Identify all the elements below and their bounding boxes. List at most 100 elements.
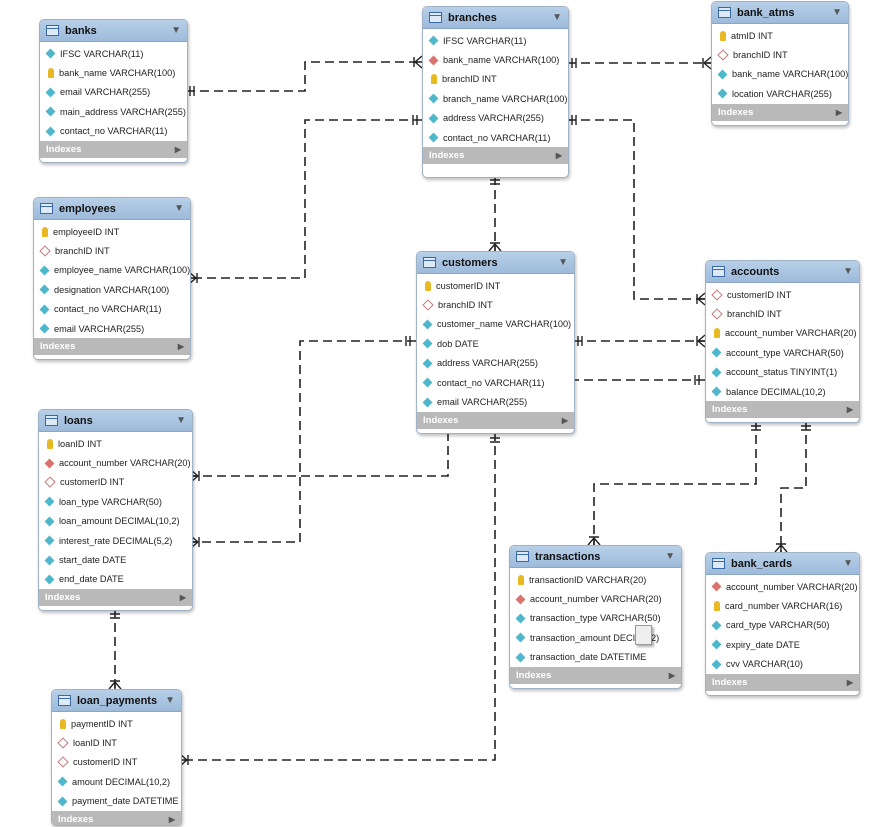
- column-row[interactable]: email VARCHAR(255): [417, 392, 574, 411]
- column-row[interactable]: loanID INT: [39, 434, 192, 453]
- indexes-footer[interactable]: Indexes▶: [40, 140, 187, 158]
- column-row[interactable]: account_number VARCHAR(20): [39, 453, 192, 472]
- column-row[interactable]: branchID INT: [423, 70, 568, 89]
- indexes-footer[interactable]: Indexes▶: [712, 103, 848, 121]
- indexes-footer[interactable]: Indexes▶: [52, 810, 181, 825]
- column-row[interactable]: atmID INT: [712, 26, 848, 45]
- table-header[interactable]: accounts▼: [706, 261, 859, 283]
- indexes-footer[interactable]: Indexes▶: [423, 147, 568, 165]
- chevron-down-icon[interactable]: ▼: [165, 695, 175, 706]
- table-banks[interactable]: banks▼ IFSC VARCHAR(11)bank_name VARCHAR…: [39, 19, 188, 163]
- indexes-footer[interactable]: Indexes▶: [34, 338, 190, 356]
- chevron-down-icon[interactable]: ▼: [843, 558, 853, 569]
- chevron-down-icon[interactable]: ▼: [558, 257, 568, 268]
- table-transactions[interactable]: transactions▼ transactionID VARCHAR(20)a…: [509, 545, 682, 689]
- column-row[interactable]: account_number VARCHAR(20): [706, 577, 859, 596]
- chevron-right-icon[interactable]: ▶: [846, 405, 853, 415]
- column-row[interactable]: card_number VARCHAR(16): [706, 596, 859, 615]
- column-row[interactable]: transaction_amount DECI(10,2): [510, 628, 681, 647]
- column-row[interactable]: transaction_date DATETIME: [510, 648, 681, 667]
- chevron-right-icon[interactable]: ▶: [168, 814, 175, 824]
- table-branches[interactable]: branches▼ IFSC VARCHAR(11)bank_name VARC…: [422, 6, 569, 178]
- chevron-down-icon[interactable]: ▼: [176, 415, 186, 426]
- column-row[interactable]: end_date DATE: [39, 570, 192, 589]
- chevron-right-icon[interactable]: ▶: [668, 670, 675, 680]
- chevron-down-icon[interactable]: ▼: [171, 25, 181, 36]
- chevron-right-icon[interactable]: ▶: [179, 593, 186, 603]
- chevron-right-icon[interactable]: ▶: [561, 415, 568, 425]
- indexes-footer[interactable]: Indexes▶: [417, 411, 574, 429]
- chevron-right-icon[interactable]: ▶: [846, 677, 853, 687]
- column-row[interactable]: transaction_type VARCHAR(50): [510, 609, 681, 628]
- column-row[interactable]: amount DECIMAL(10,2): [52, 772, 181, 791]
- column-row[interactable]: paymentID INT: [52, 714, 181, 733]
- column-row[interactable]: email VARCHAR(255): [40, 83, 187, 102]
- chevron-down-icon[interactable]: ▼: [665, 551, 675, 562]
- table-bank-cards[interactable]: bank_cards▼ account_number VARCHAR(20)ca…: [705, 552, 860, 696]
- table-header[interactable]: loans▼: [39, 410, 192, 432]
- column-row[interactable]: employeeID INT: [34, 222, 190, 241]
- table-header[interactable]: banks▼: [40, 20, 187, 42]
- chevron-down-icon[interactable]: ▼: [832, 7, 842, 18]
- column-row[interactable]: contact_no VARCHAR(11): [40, 122, 187, 141]
- chevron-right-icon[interactable]: ▶: [174, 144, 181, 154]
- chevron-right-icon[interactable]: ▶: [555, 151, 562, 161]
- column-row[interactable]: email VARCHAR(255): [34, 319, 190, 338]
- column-row[interactable]: start_date DATE: [39, 550, 192, 569]
- column-row[interactable]: loan_amount DECIMAL(10,2): [39, 512, 192, 531]
- table-header[interactable]: transactions▼: [510, 546, 681, 568]
- column-row[interactable]: branchID INT: [712, 45, 848, 64]
- column-row[interactable]: contact_no VARCHAR(11): [34, 300, 190, 319]
- table-header[interactable]: branches▼: [423, 7, 568, 29]
- column-row[interactable]: contact_no VARCHAR(11): [423, 128, 568, 147]
- column-row[interactable]: expiry_date DATE: [706, 635, 859, 654]
- chevron-down-icon[interactable]: ▼: [552, 12, 562, 23]
- column-row[interactable]: transactionID VARCHAR(20): [510, 570, 681, 589]
- column-row[interactable]: account_status TINYINT(1): [706, 363, 859, 382]
- indexes-footer[interactable]: Indexes▶: [706, 401, 859, 419]
- column-row[interactable]: IFSC VARCHAR(11): [40, 44, 187, 63]
- column-row[interactable]: customerID INT: [52, 753, 181, 772]
- column-row[interactable]: contact_no VARCHAR(11): [417, 373, 574, 392]
- indexes-footer[interactable]: Indexes▶: [706, 673, 859, 691]
- column-row[interactable]: loan_type VARCHAR(50): [39, 492, 192, 511]
- column-row[interactable]: branchID INT: [706, 304, 859, 323]
- column-row[interactable]: bank_name VARCHAR(100): [712, 65, 848, 84]
- column-row[interactable]: account_number VARCHAR(20): [510, 589, 681, 608]
- column-row[interactable]: card_type VARCHAR(50): [706, 616, 859, 635]
- column-row[interactable]: IFSC VARCHAR(11): [423, 31, 568, 50]
- table-header[interactable]: bank_cards▼: [706, 553, 859, 575]
- table-header[interactable]: employees▼: [34, 198, 190, 220]
- column-row[interactable]: address VARCHAR(255): [417, 354, 574, 373]
- column-row[interactable]: address VARCHAR(255): [423, 109, 568, 128]
- column-row[interactable]: designation VARCHAR(100): [34, 280, 190, 299]
- table-header[interactable]: bank_atms▼: [712, 2, 848, 24]
- indexes-footer[interactable]: Indexes▶: [39, 589, 192, 607]
- column-row[interactable]: cvv VARCHAR(10): [706, 655, 859, 674]
- column-row[interactable]: main_address VARCHAR(255): [40, 102, 187, 121]
- column-row[interactable]: dob DATE: [417, 334, 574, 353]
- chevron-down-icon[interactable]: ▼: [174, 203, 184, 214]
- table-header[interactable]: customers▼: [417, 252, 574, 274]
- chevron-right-icon[interactable]: ▶: [835, 107, 842, 117]
- column-row[interactable]: branchID INT: [417, 295, 574, 314]
- column-row[interactable]: bank_name VARCHAR(100): [40, 63, 187, 82]
- column-row[interactable]: balance DECIMAL(10,2): [706, 382, 859, 401]
- column-row[interactable]: customerID INT: [39, 473, 192, 492]
- column-row[interactable]: customerID INT: [706, 285, 859, 304]
- column-row[interactable]: customer_name VARCHAR(100): [417, 315, 574, 334]
- column-row[interactable]: payment_date DATETIME: [52, 792, 181, 811]
- column-row[interactable]: account_type VARCHAR(50): [706, 343, 859, 362]
- column-row[interactable]: branch_name VARCHAR(100): [423, 89, 568, 108]
- column-row[interactable]: location VARCHAR(255): [712, 84, 848, 103]
- column-row[interactable]: interest_rate DECIMAL(5,2): [39, 531, 192, 550]
- column-row[interactable]: employee_name VARCHAR(100): [34, 261, 190, 280]
- indexes-footer[interactable]: Indexes▶: [510, 666, 681, 684]
- chevron-right-icon[interactable]: ▶: [177, 342, 184, 352]
